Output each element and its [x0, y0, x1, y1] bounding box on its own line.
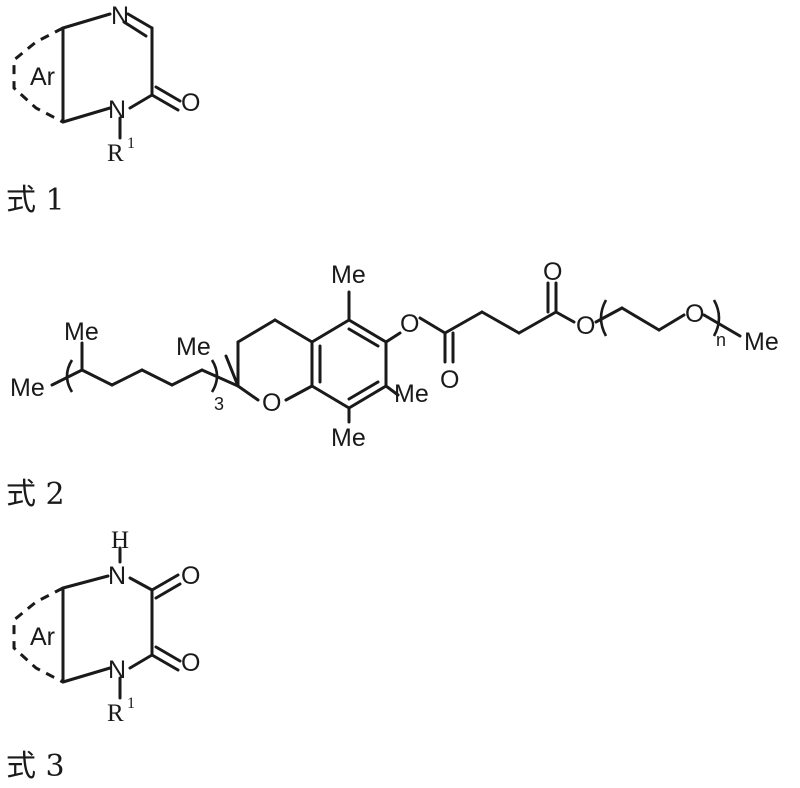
formula-2-chain-bond [110, 368, 144, 387]
formula-2-methyl-bond [384, 384, 400, 397]
formula-1-carbonyl-bond-inner [154, 85, 182, 103]
formula-1-aromatic-ring-dashed [12, 26, 64, 124]
formula-2-peg-bond [594, 306, 624, 324]
formula-2-peg-bond [620, 306, 661, 332]
formula-2-chain-bond [443, 310, 484, 335]
formula-3-carbonyl-bond-bottom [150, 653, 180, 672]
formula-2-atom-o-peg: O [685, 300, 704, 328]
formula-1-substituent: R [107, 140, 124, 167]
formula-2-chain-bond [517, 310, 558, 335]
formula-1-bond-cn-double-inner [122, 20, 148, 38]
formula-3-atom-o-top: O [181, 562, 200, 590]
formula-2-methyl-ring-bottom: Me [331, 424, 366, 452]
formula-2-chain-bond [170, 368, 204, 387]
formula-2-ring-bond-o [236, 384, 260, 402]
formula-2-benzene-double [347, 327, 380, 348]
formula-2-repeat-bracket-right [210, 359, 219, 393]
formula-2-benzene-bond [347, 318, 388, 344]
formula-3-substituent: R [107, 700, 124, 727]
formula-2-ester-bond [418, 316, 447, 335]
formula-2-methyl-c2: Me [176, 333, 211, 361]
formula-1-substituent-sup: 1 [127, 135, 135, 152]
formula-2-chain-bond [200, 368, 240, 388]
formula-2-ring-bond [273, 318, 314, 344]
formula-3-carbonyl-bond-top-inner [154, 582, 182, 600]
formula-1-atom-n-bottom: N [108, 96, 126, 124]
formula-3-bond [61, 666, 112, 684]
formula-2-methyl-top-left: Me [64, 318, 99, 346]
formula-3-bond [128, 653, 154, 670]
formula-3-caption: 式 3 [6, 749, 65, 784]
formula-3: H Ar N N O O R 1 式 3 [6, 527, 200, 784]
formula-1-caption: 式 1 [6, 183, 65, 218]
formula-2-benzene-bond [310, 318, 351, 344]
formula-2-ring-bond [236, 318, 277, 344]
formula-2-ring-bond-o [284, 384, 314, 402]
formula-2-benzene-double [347, 380, 380, 401]
formula-3-atom-n-bottom: N [108, 656, 126, 684]
formula-2-repeat-bracket-left [65, 359, 74, 393]
formula-1-bond [61, 12, 112, 30]
formula-1-atom-o: O [181, 89, 200, 117]
formula-2-c2-methyl-bond [224, 354, 240, 388]
formula-3-carbonyl-bond-bottom-inner [154, 645, 182, 663]
formula-3-carbonyl-bond-top [150, 573, 180, 592]
formula-2-methyl-ring-top: Me [331, 261, 366, 289]
formula-3-ring-label: Ar [30, 623, 55, 651]
formula-1-bond [61, 106, 112, 124]
formula-1-atom-n-top: N [111, 2, 129, 30]
formula-2-repeat-sub-n: n [716, 330, 726, 350]
formula-2-atom-o-ester2: O [576, 312, 595, 340]
formula-2-atom-o-ring: O [262, 389, 281, 417]
formula-3-atom-o-bottom: O [181, 649, 200, 677]
formula-2-ester-bond [384, 331, 402, 344]
formula-2-repeat-sub-3: 3 [214, 394, 224, 414]
formula-2-caption: 式 2 [6, 477, 65, 512]
formula-3-atom-n-top: N [108, 562, 126, 590]
formula-2-peg-bond [657, 313, 686, 332]
formula-3-bond [128, 576, 154, 592]
formula-1: Ar N N O R 1 式 1 [6, 2, 200, 218]
formula-2-chain-bond [480, 310, 521, 335]
formula-2: Me Me Me 3 O Me Me Me O O O O O n Me 式 2 [6, 258, 779, 512]
formula-2-chain-bond [80, 368, 114, 387]
formula-2-benzene-bond [347, 384, 388, 410]
formula-3-atom-h: H [111, 527, 129, 554]
formula-3-aromatic-ring-dashed [12, 586, 64, 684]
formula-2-peg-bond [702, 313, 742, 338]
formula-2-methyl-end-left: Me [10, 374, 45, 402]
formula-2-atom-o-carbonyl1: O [440, 366, 459, 394]
formula-1-carbonyl-bond [150, 93, 180, 112]
formula-2-atom-o-ester1: O [400, 310, 419, 338]
formula-3-bond [61, 574, 110, 590]
formula-2-ester-bond [554, 310, 576, 324]
formula-2-benzene-bond [310, 384, 351, 410]
formula-1-bond-cn-double [126, 12, 154, 30]
formula-1-ring-label: Ar [30, 63, 55, 91]
formula-2-chain-bond [140, 368, 174, 387]
formula-2-atom-o-carbonyl2: O [543, 258, 562, 286]
formula-1-bond [128, 93, 154, 110]
formula-2-peg-bracket-right [712, 299, 721, 337]
formula-3-substituent-sup: 1 [127, 695, 135, 712]
formula-2-methyl-terminal: Me [744, 328, 779, 356]
formula-2-methyl-ring-right: Me [394, 380, 429, 408]
